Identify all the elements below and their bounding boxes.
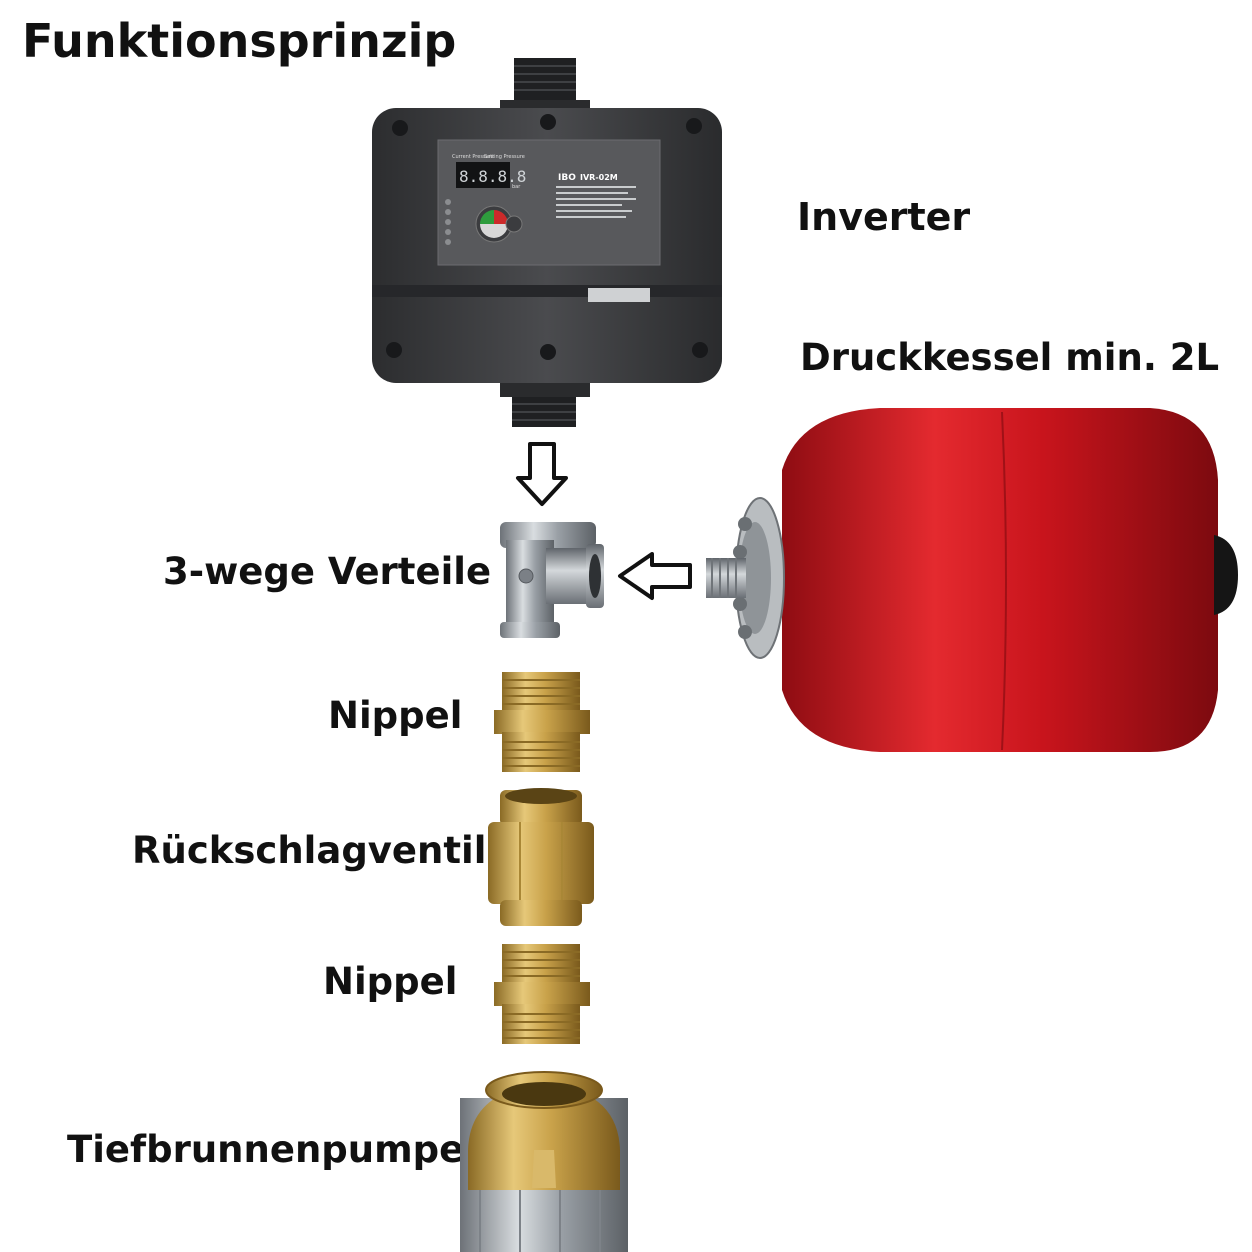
tee-fitting	[500, 522, 604, 638]
inverter: Current Pressure Setting Pressure 8.8.8.…	[372, 58, 722, 427]
panel-header-right: Setting Pressure	[484, 154, 525, 160]
panel-header-left: Current Pressure	[452, 154, 494, 160]
check-valve	[488, 788, 594, 926]
pressure-tank-label: Druckkessel min. 2L	[800, 336, 1220, 379]
pump-label: Tiefbrunnenpumpe	[67, 1128, 465, 1171]
nipple-top	[494, 672, 590, 772]
panel-unit: bar	[512, 184, 521, 190]
panel-display: 8.8.8.8	[459, 167, 526, 186]
nipple-bottom-label: Nippel	[323, 960, 458, 1003]
tee-fitting-label: 3-wege Verteile	[163, 550, 492, 593]
inverter-label: Inverter	[797, 195, 971, 239]
check-valve-label: Rückschlagventil	[132, 829, 487, 872]
pressure-tank	[706, 408, 1238, 752]
nipple-bottom	[494, 944, 590, 1044]
panel-brand: IBO	[558, 173, 576, 183]
arrow-left-icon	[618, 552, 692, 600]
arrow-down-icon	[516, 442, 568, 506]
panel-model: IVR-02M	[580, 173, 618, 182]
nipple-top-label: Nippel	[328, 694, 463, 737]
deep-well-pump	[460, 1071, 628, 1252]
page-title: Funktionsprinzip	[22, 14, 457, 68]
